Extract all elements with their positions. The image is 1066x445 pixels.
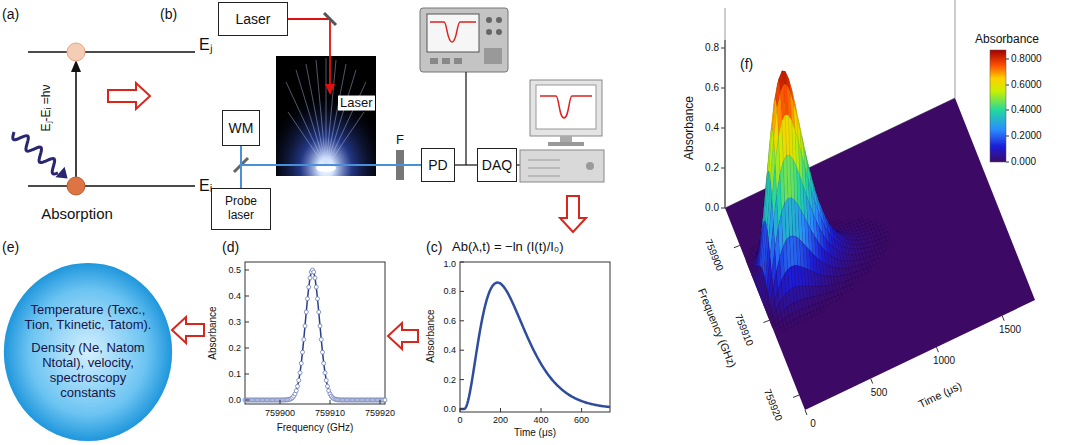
data-markers [243, 268, 387, 402]
tick-label: 0.2 [443, 374, 456, 384]
tick-label: 0 [810, 418, 816, 430]
box-label: DAQ [482, 157, 512, 173]
pump-laser-beam [288, 13, 336, 95]
axis-title: Absorbance [207, 306, 219, 359]
axis-title: Time (μs) [514, 427, 556, 439]
tick-label: 759900 [702, 237, 725, 272]
tick-label: 0.2 [705, 162, 719, 174]
laser-box: Laser [218, 2, 288, 36]
panel-letter: (f) [740, 56, 753, 72]
tick-label: 759900 [265, 408, 295, 418]
daq-box: DAQ [477, 148, 517, 182]
box-label: PD [428, 157, 447, 173]
colorbar-tick: 0.4000 [1011, 104, 1042, 116]
colorbar-title: Absorbance [975, 33, 1039, 47]
box-label: WM [229, 120, 254, 136]
colorbar-tick: 0.8000 [1011, 53, 1042, 65]
plasma-image [276, 56, 376, 176]
tick-label: 0.4 [228, 291, 241, 301]
colorbar-tick: 0.6000 [1011, 79, 1042, 91]
tick-label: 0.3 [228, 317, 241, 327]
box-label: Probe laser [214, 195, 268, 223]
tick-marks [245, 270, 380, 404]
axis-title: Time (μs) [916, 379, 963, 410]
tick-label: 759910 [732, 312, 755, 347]
panel-letter: (b) [160, 6, 177, 22]
tick-marks [721, 48, 1004, 415]
tick-label: 0.8 [705, 42, 719, 54]
spectral-line [245, 270, 385, 400]
surface-floor [725, 98, 1035, 410]
time-trace [460, 283, 610, 409]
tick-label: 400 [533, 415, 548, 425]
results-ellipse: Temperature (Texc., Tion, Tkinetic, Tato… [3, 262, 173, 442]
tick-label: 0 [457, 415, 462, 425]
colorbar-tick: 0.000 [1011, 156, 1036, 168]
tick-label: 759910 [315, 408, 345, 418]
result-text: Density (Ne, Natom Ntotal), velocity, sp… [21, 341, 155, 401]
tick-label: 1.0 [443, 259, 456, 269]
signal-wire [455, 164, 477, 165]
tick-label: 1500 [999, 324, 1021, 336]
tick-label: 0.0 [705, 202, 719, 214]
computer [510, 80, 604, 182]
tick-label: 0.6 [443, 316, 456, 326]
beam-label: Laser [338, 96, 375, 111]
box-label: Laser [235, 11, 270, 27]
tick-label: 759920 [761, 387, 784, 422]
chart-frames [245, 262, 610, 412]
tick-label: 0.6 [705, 82, 719, 94]
panel-letter: (e) [2, 239, 19, 255]
energy-level: Eᵢ [199, 177, 212, 195]
tick-label: 200 [493, 415, 508, 425]
axis-title: Frequency (GHz) [277, 422, 354, 434]
tick-label: 500 [871, 387, 888, 399]
photon-arrowhead [55, 167, 67, 179]
transition-equation: Eⱼ-Eᵢ =hν [40, 85, 54, 132]
panel-letter: (c) [426, 239, 442, 255]
process-label: Absorption [41, 205, 113, 222]
axis-title: Absorbance [425, 309, 437, 362]
axis-title: Absorbance [683, 96, 697, 160]
colorbar [990, 50, 1006, 162]
tick-label: 0.1 [228, 369, 241, 379]
photon-wave [13, 132, 58, 174]
result-text: Temperature (Texc., Tion, Tkinetic, Tato… [21, 303, 155, 333]
panel-letter: (d) [222, 239, 239, 255]
colorbar-tick: 0.2000 [1011, 130, 1042, 142]
wavemeter-box: WM [222, 110, 260, 146]
energy-level: Eⱼ [199, 36, 213, 54]
tick-label: 0.2 [228, 343, 241, 353]
tick-marks [460, 262, 582, 412]
tick-label: 0.8 [443, 286, 456, 296]
surface-mesh [746, 71, 890, 332]
tick-label: 0.0 [443, 404, 456, 414]
tick-label: 0.4 [705, 122, 719, 134]
filter-label: F [396, 133, 404, 148]
tick-label: 0.4 [443, 345, 456, 355]
axis-title: Frequency (GHz) [695, 287, 738, 370]
probe-laser-box: Probe laser [211, 188, 271, 230]
tick-label: 0.0 [228, 395, 241, 405]
absorbance-equation: Ab(λ,t) = −ln (I(t)/I₀) [452, 240, 564, 255]
oscilloscope [420, 8, 508, 165]
probe-beam [241, 165, 421, 188]
tick-label: 0.5 [228, 265, 241, 275]
colorbar-ticks [1006, 59, 1009, 162]
tick-label: 1000 [933, 355, 955, 367]
tick-label: 600 [574, 415, 589, 425]
tick-label: 759920 [365, 408, 395, 418]
photodiode-box: PD [421, 148, 455, 182]
panel-letter: (a) [2, 6, 19, 22]
